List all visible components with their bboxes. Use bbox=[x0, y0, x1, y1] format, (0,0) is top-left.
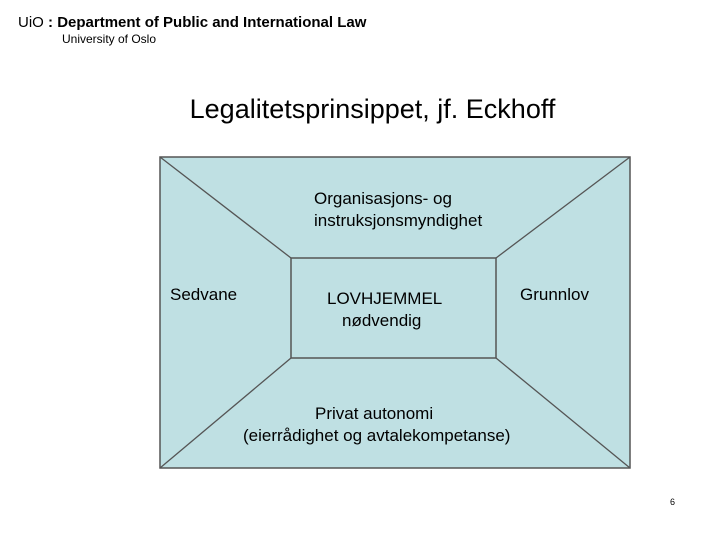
department-heading: UiO : Department of Public and Internati… bbox=[18, 14, 366, 31]
center-label-line1: LOVHJEMMEL bbox=[327, 289, 443, 308]
top-label-line1: Organisasjons- og bbox=[314, 189, 452, 208]
bottom-label-line1: Privat autonomi bbox=[315, 404, 434, 423]
university-name: University of Oslo bbox=[62, 32, 157, 46]
top-label: Organisasjons- og instruksjonsmyndighet bbox=[314, 188, 482, 232]
center-label-line2: nødvendig bbox=[342, 311, 422, 330]
bottom-label: Privat autonomi (eierrådighet og avtalek… bbox=[243, 403, 510, 447]
bottom-label-line2: (eierrådighet og avtalekompetanse) bbox=[243, 426, 511, 445]
center-label: LOVHJEMMEL nødvendig bbox=[327, 288, 442, 332]
page-number: 6 bbox=[670, 497, 676, 507]
slide-title: Legalitetsprinsippet, jf. Eckhoff bbox=[189, 94, 556, 124]
logo-separator: : bbox=[43, 14, 58, 31]
diagonal-top-right bbox=[495, 156, 631, 259]
department-name: Department of Public and International L… bbox=[57, 14, 367, 31]
diagonal-top-left bbox=[159, 156, 292, 259]
diagonal-bottom-right bbox=[495, 357, 631, 469]
header: UiO : Department of Public and Internati… bbox=[18, 14, 366, 46]
left-label: Sedvane bbox=[170, 285, 238, 304]
inner-box bbox=[290, 257, 497, 359]
uio-logo: UiO bbox=[18, 14, 44, 31]
right-label: Grunnlov bbox=[520, 285, 589, 304]
top-label-line2: instruksjonsmyndighet bbox=[314, 211, 483, 230]
diagonal-bottom-left bbox=[159, 357, 292, 469]
